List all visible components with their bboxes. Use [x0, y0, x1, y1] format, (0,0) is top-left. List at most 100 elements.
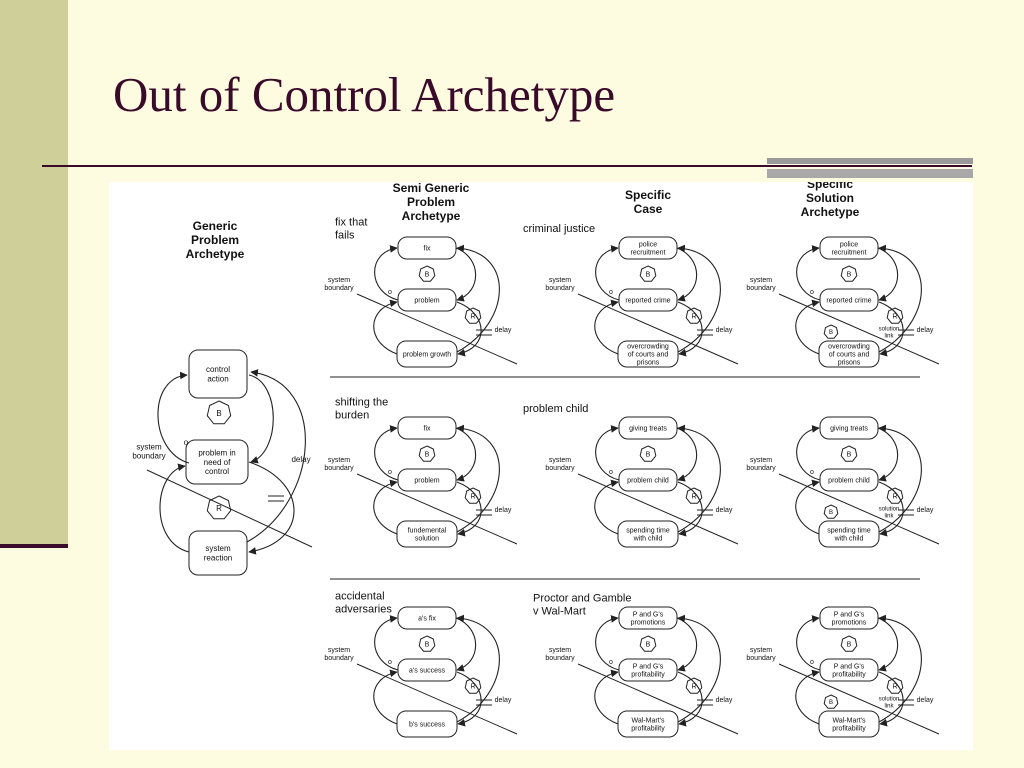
row1-case-loop-down — [676, 247, 698, 302]
row1-case-loop-up — [595, 245, 620, 301]
row3-semi-loop-reaction-up — [373, 669, 398, 725]
row3-solution-reinforcing-badge: R — [886, 677, 904, 694]
row2-case-balancing-badge-shape — [639, 445, 657, 462]
row1-case-title: criminal justice — [523, 223, 595, 235]
row1-semi-middle: problem — [397, 288, 457, 312]
row3-solution-delay-arc — [878, 614, 922, 723]
row3-solution-solution-badge-label: B — [829, 700, 833, 706]
title-accent-bar-lower — [767, 169, 973, 178]
row3-solution-reinforcing-badge-label: R — [892, 683, 897, 690]
row3-case-balancing-badge-shape — [639, 635, 657, 652]
row2-solution-solution-badge-shape — [823, 504, 839, 519]
row2-case-balancing-badge-label: B — [646, 451, 651, 458]
row2-case-delay-arc — [677, 424, 721, 533]
sidebar-rule — [0, 544, 68, 548]
row3-case-reinforcing-badge-shape — [685, 677, 703, 694]
row1-case-o-marker: o — [609, 289, 613, 296]
row3-solution-reinforcing-badge-shape — [886, 677, 904, 694]
row2-semi-loop-up — [374, 425, 399, 481]
row1-case-reinforcing-badge: R — [685, 307, 703, 324]
row3-case-loop-up — [595, 615, 620, 671]
row2-solution-system-boundary-line — [778, 473, 940, 545]
row2-semi-middle-label: problem — [414, 477, 439, 484]
row3-case-o-marker: o — [609, 659, 613, 666]
row3-case-system-boundary-line — [577, 663, 739, 735]
generic-loop-right-down — [248, 374, 274, 464]
row1-semi-balancing-badge-shape — [418, 265, 436, 282]
row3-solution-solution-badge-shape — [823, 694, 839, 709]
row1-solution-reinforcing-badge: R — [886, 307, 904, 324]
row1-solution-solution-badge: B — [823, 324, 839, 339]
row3-semi-reinforcing-badge-shape — [464, 677, 482, 694]
row2-case-title: problem child — [523, 403, 588, 415]
row1-semi-reinforcing-badge-shape — [464, 307, 482, 324]
generic-balancing-badge-label: B — [216, 409, 221, 418]
row2-case-middle: problem child — [618, 468, 678, 492]
row1-semi-system-boundary-line — [356, 293, 518, 365]
generic-system-reaction-box — [188, 530, 248, 576]
row2-semi-reinforcing-badge: R — [464, 487, 482, 504]
row1-solution-delay-arc — [878, 244, 922, 353]
generic-loop-reaction-up — [159, 463, 190, 553]
row2-semi-reinforcing-badge-shape — [464, 487, 482, 504]
row1-semi-reinforcing-badge-label: R — [470, 313, 475, 320]
row3-semi-system-boundary-line — [356, 663, 518, 735]
row1-semi-o-marker: o — [388, 289, 392, 296]
row2-semi-loop-down — [455, 427, 477, 482]
row2-semi-top-label: fix — [424, 425, 432, 432]
generic-delay-arc — [246, 369, 306, 543]
row1-semi-delay-arc — [456, 244, 500, 353]
row1-case-reinforcing-badge-label: R — [691, 313, 696, 320]
row2-semi-reinforcing-badge-label: R — [470, 493, 475, 500]
row1-semi-delay-label: delay — [495, 327, 512, 334]
row1-semi-bottom-label: problem growth — [403, 351, 451, 358]
row1-semi-loop-up — [374, 245, 399, 301]
row1-solution-balancing-badge-label: B — [847, 271, 852, 278]
row2-solution-top: giving treats — [819, 416, 879, 440]
row1-solution-reinforcing-badge-shape — [886, 307, 904, 324]
row3-solution-balancing-badge-shape — [840, 635, 858, 652]
row3-semi-reinforcing-badge-label: R — [470, 683, 475, 690]
row3-solution-loop-reaction-up — [795, 669, 820, 725]
row3-semi-loop-down — [455, 617, 477, 672]
row2-semi-delay-label: delay — [495, 507, 512, 514]
row2-case-loop-reaction-up — [594, 479, 619, 535]
row3-solution-o-marker: o — [810, 659, 814, 666]
row1-semi-loop-reaction-up — [373, 299, 398, 355]
row3-semi-delay-label: delay — [495, 697, 512, 704]
title-accent-bar — [767, 158, 973, 164]
generic-reinforcing-badge-label: R — [216, 504, 222, 513]
row2-case-o-marker: o — [609, 469, 613, 476]
row2-solution-top-label: giving treats — [830, 425, 868, 432]
row3-solution-loop-down — [877, 617, 899, 672]
row3-case-delay-arc — [677, 614, 721, 723]
row3-case-balancing-badge-label: B — [646, 641, 651, 648]
row2-solution-o-marker: o — [810, 469, 814, 476]
generic-system-boundary-line — [146, 469, 313, 548]
row3-semi-balancing-badge-label: B — [425, 641, 430, 648]
row1-case-reinforcing-badge-shape — [685, 307, 703, 324]
row1-solution-loop-reaction-up — [795, 299, 820, 355]
row1-solution-solution-badge-shape — [823, 324, 839, 339]
